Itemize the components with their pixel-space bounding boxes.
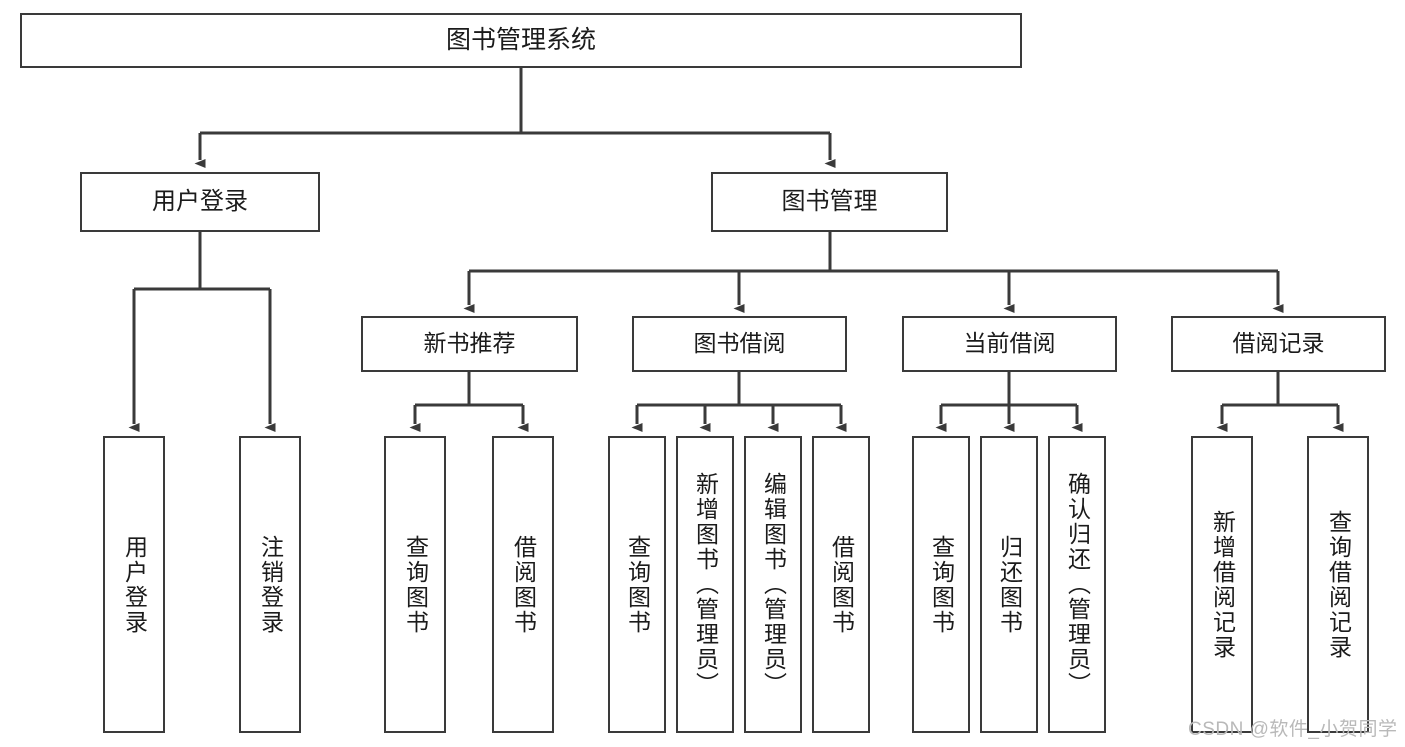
node-book-borrowing[interactable]: 图书借阅	[632, 316, 847, 372]
node-label: 查询图书	[402, 534, 429, 635]
node-label: 查询图书	[624, 534, 651, 635]
node-label: 注销登录	[257, 534, 284, 635]
node-new-book-recommendation[interactable]: 新书推荐	[361, 316, 578, 372]
node-label: 图书管理系统	[445, 25, 596, 54]
leaf-add-book-admin[interactable]: 新增图书（管理员）	[676, 436, 734, 733]
leaf-confirm-return-admin[interactable]: 确认归还（管理员）	[1048, 436, 1106, 733]
node-label: 图书管理	[781, 187, 878, 215]
node-label: 新增借阅记录	[1209, 509, 1236, 660]
leaf-edit-book-admin[interactable]: 编辑图书（管理员）	[744, 436, 802, 733]
node-label: 当前借阅	[963, 330, 1056, 357]
node-label: 借阅图书	[510, 534, 537, 635]
node-current-borrowing[interactable]: 当前借阅	[902, 316, 1117, 372]
leaf-query-books-newbook[interactable]: 查询图书	[384, 436, 446, 733]
leaf-logout[interactable]: 注销登录	[239, 436, 301, 733]
node-label: 确认归还（管理员）	[1064, 472, 1091, 697]
node-label: 图书借阅	[693, 330, 786, 357]
node-root-book-management-system[interactable]: 图书管理系统	[20, 13, 1022, 68]
leaf-borrow-books-borrow[interactable]: 借阅图书	[812, 436, 870, 733]
node-label: 归还图书	[996, 534, 1023, 635]
node-label: 查询图书	[928, 534, 955, 635]
leaf-return-books[interactable]: 归还图书	[980, 436, 1038, 733]
node-label: 借阅图书	[828, 534, 855, 635]
node-label: 编辑图书（管理员）	[760, 472, 787, 697]
node-label: 新增图书（管理员）	[692, 472, 719, 697]
watermark-text: CSDN @软件_小贺同学	[1188, 719, 1398, 740]
node-label: 用户登录	[152, 187, 248, 215]
node-label: 用户登录	[121, 534, 148, 635]
leaf-query-borrow-record[interactable]: 查询借阅记录	[1307, 436, 1369, 733]
leaf-user-login[interactable]: 用户登录	[103, 436, 165, 733]
node-label: 借阅记录	[1232, 330, 1325, 357]
leaf-query-books-borrow[interactable]: 查询图书	[608, 436, 666, 733]
leaf-add-borrow-record[interactable]: 新增借阅记录	[1191, 436, 1253, 733]
node-user-login[interactable]: 用户登录	[80, 172, 320, 232]
node-borrow-records[interactable]: 借阅记录	[1171, 316, 1386, 372]
leaf-query-books-current[interactable]: 查询图书	[912, 436, 970, 733]
node-label: 查询借阅记录	[1325, 509, 1352, 660]
node-book-management[interactable]: 图书管理	[711, 172, 948, 232]
node-label: 新书推荐	[423, 330, 516, 357]
leaf-borrow-books-newbook[interactable]: 借阅图书	[492, 436, 554, 733]
